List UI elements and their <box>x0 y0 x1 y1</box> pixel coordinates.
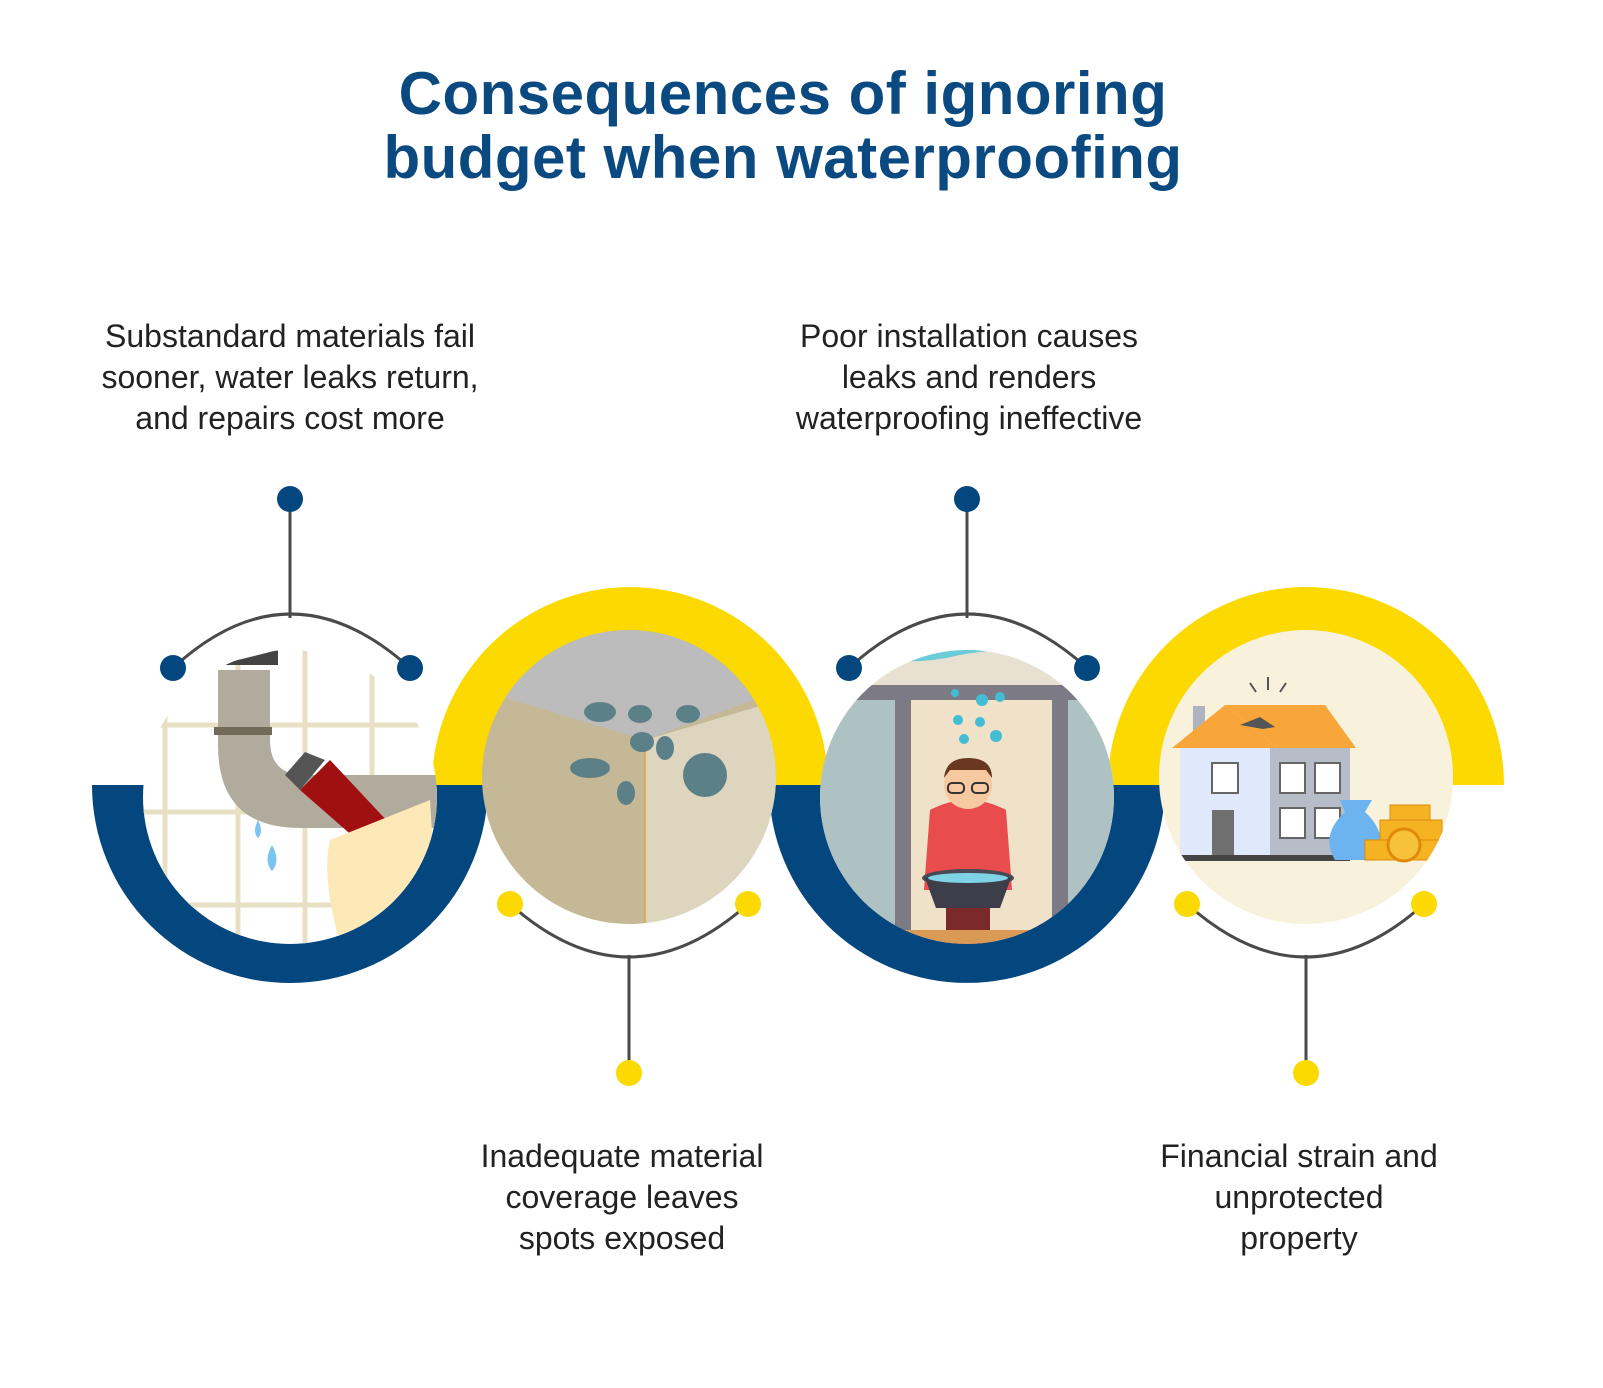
item-3-line-3: waterproofing ineffective <box>795 400 1143 436</box>
man-catching-leak-illustration <box>820 650 1114 944</box>
item-2-line-1: Inadequate material <box>480 1138 764 1174</box>
connectors <box>171 499 1426 1073</box>
moldy-wall-illustration <box>482 630 776 924</box>
page-title: Consequences of ignoring budget when wat… <box>0 62 1566 190</box>
item-2-line-3: spots exposed <box>518 1220 726 1256</box>
yellow-half-ring-4 <box>1108 587 1504 785</box>
navy-half-ring-3 <box>769 785 1165 983</box>
item-2-line-2: coverage leaves <box>505 1179 739 1215</box>
item-3-line-2: leaks and renders <box>841 359 1097 395</box>
item-1-line-1: Substandard materials fail <box>105 318 475 354</box>
item-4-line-1: Financial strain and <box>1160 1138 1438 1174</box>
item-1-line-3: and repairs cost more <box>135 400 445 436</box>
title-line-2: budget when waterproofing <box>383 124 1183 191</box>
item-1-line-2: sooner, water leaks return, <box>101 359 479 395</box>
yellow-half-ring-2 <box>432 587 828 785</box>
yellow-dots <box>497 891 1437 1086</box>
item-1-label: Substandard materials fail sooner, water… <box>30 316 550 439</box>
title-line-1: Consequences of ignoring <box>398 60 1168 127</box>
item-4-line-2: unprotected <box>1214 1179 1384 1215</box>
navy-half-ring-1 <box>92 785 488 983</box>
item-4-label: Financial strain and unprotected propert… <box>1039 1136 1559 1259</box>
item-3-line-1: Poor installation causes <box>800 318 1138 354</box>
item-4-line-3: property <box>1240 1220 1358 1256</box>
item-3-label: Poor installation causes leaks and rende… <box>709 316 1229 439</box>
damaged-house-illustration <box>1159 630 1453 924</box>
navy-dots <box>160 486 1100 681</box>
item-2-label: Inadequate material coverage leaves spot… <box>362 1136 882 1259</box>
